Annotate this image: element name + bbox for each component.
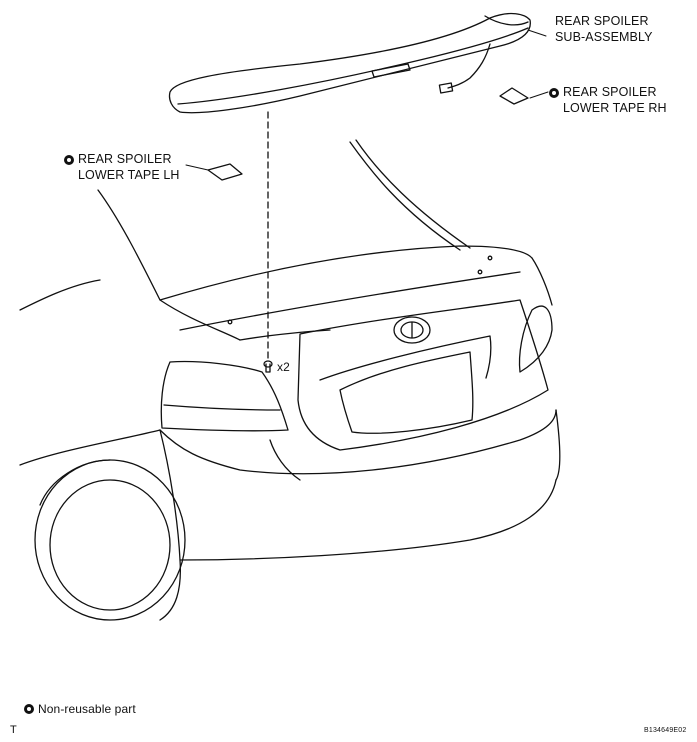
label-leader-lines xyxy=(185,29,549,171)
legend-non-reusable-part: Non-reusable part xyxy=(38,702,136,716)
bolt-icon xyxy=(263,360,273,373)
lower-tape-lh xyxy=(207,163,243,181)
label-rear-spoiler-lower-tape-lh: REAR SPOILER LOWER TAPE LH xyxy=(78,152,180,182)
label-rear-spoiler-sub-assembly: REAR SPOILER SUB-ASSEMBLY xyxy=(555,14,653,44)
vehicle-rear xyxy=(19,139,561,621)
non-reusable-part-icon xyxy=(24,704,34,714)
corner-mark: T xyxy=(10,724,17,736)
non-reusable-part-icon xyxy=(549,88,559,98)
figure-id: B134649E02 xyxy=(644,727,687,734)
rear-spoiler xyxy=(168,12,531,114)
label-rear-spoiler-lower-tape-rh: REAR SPOILER LOWER TAPE RH xyxy=(563,85,667,115)
non-reusable-part-icon xyxy=(64,155,74,165)
bolt-quantity: x2 xyxy=(277,360,290,374)
lower-tape-rh xyxy=(499,87,529,105)
